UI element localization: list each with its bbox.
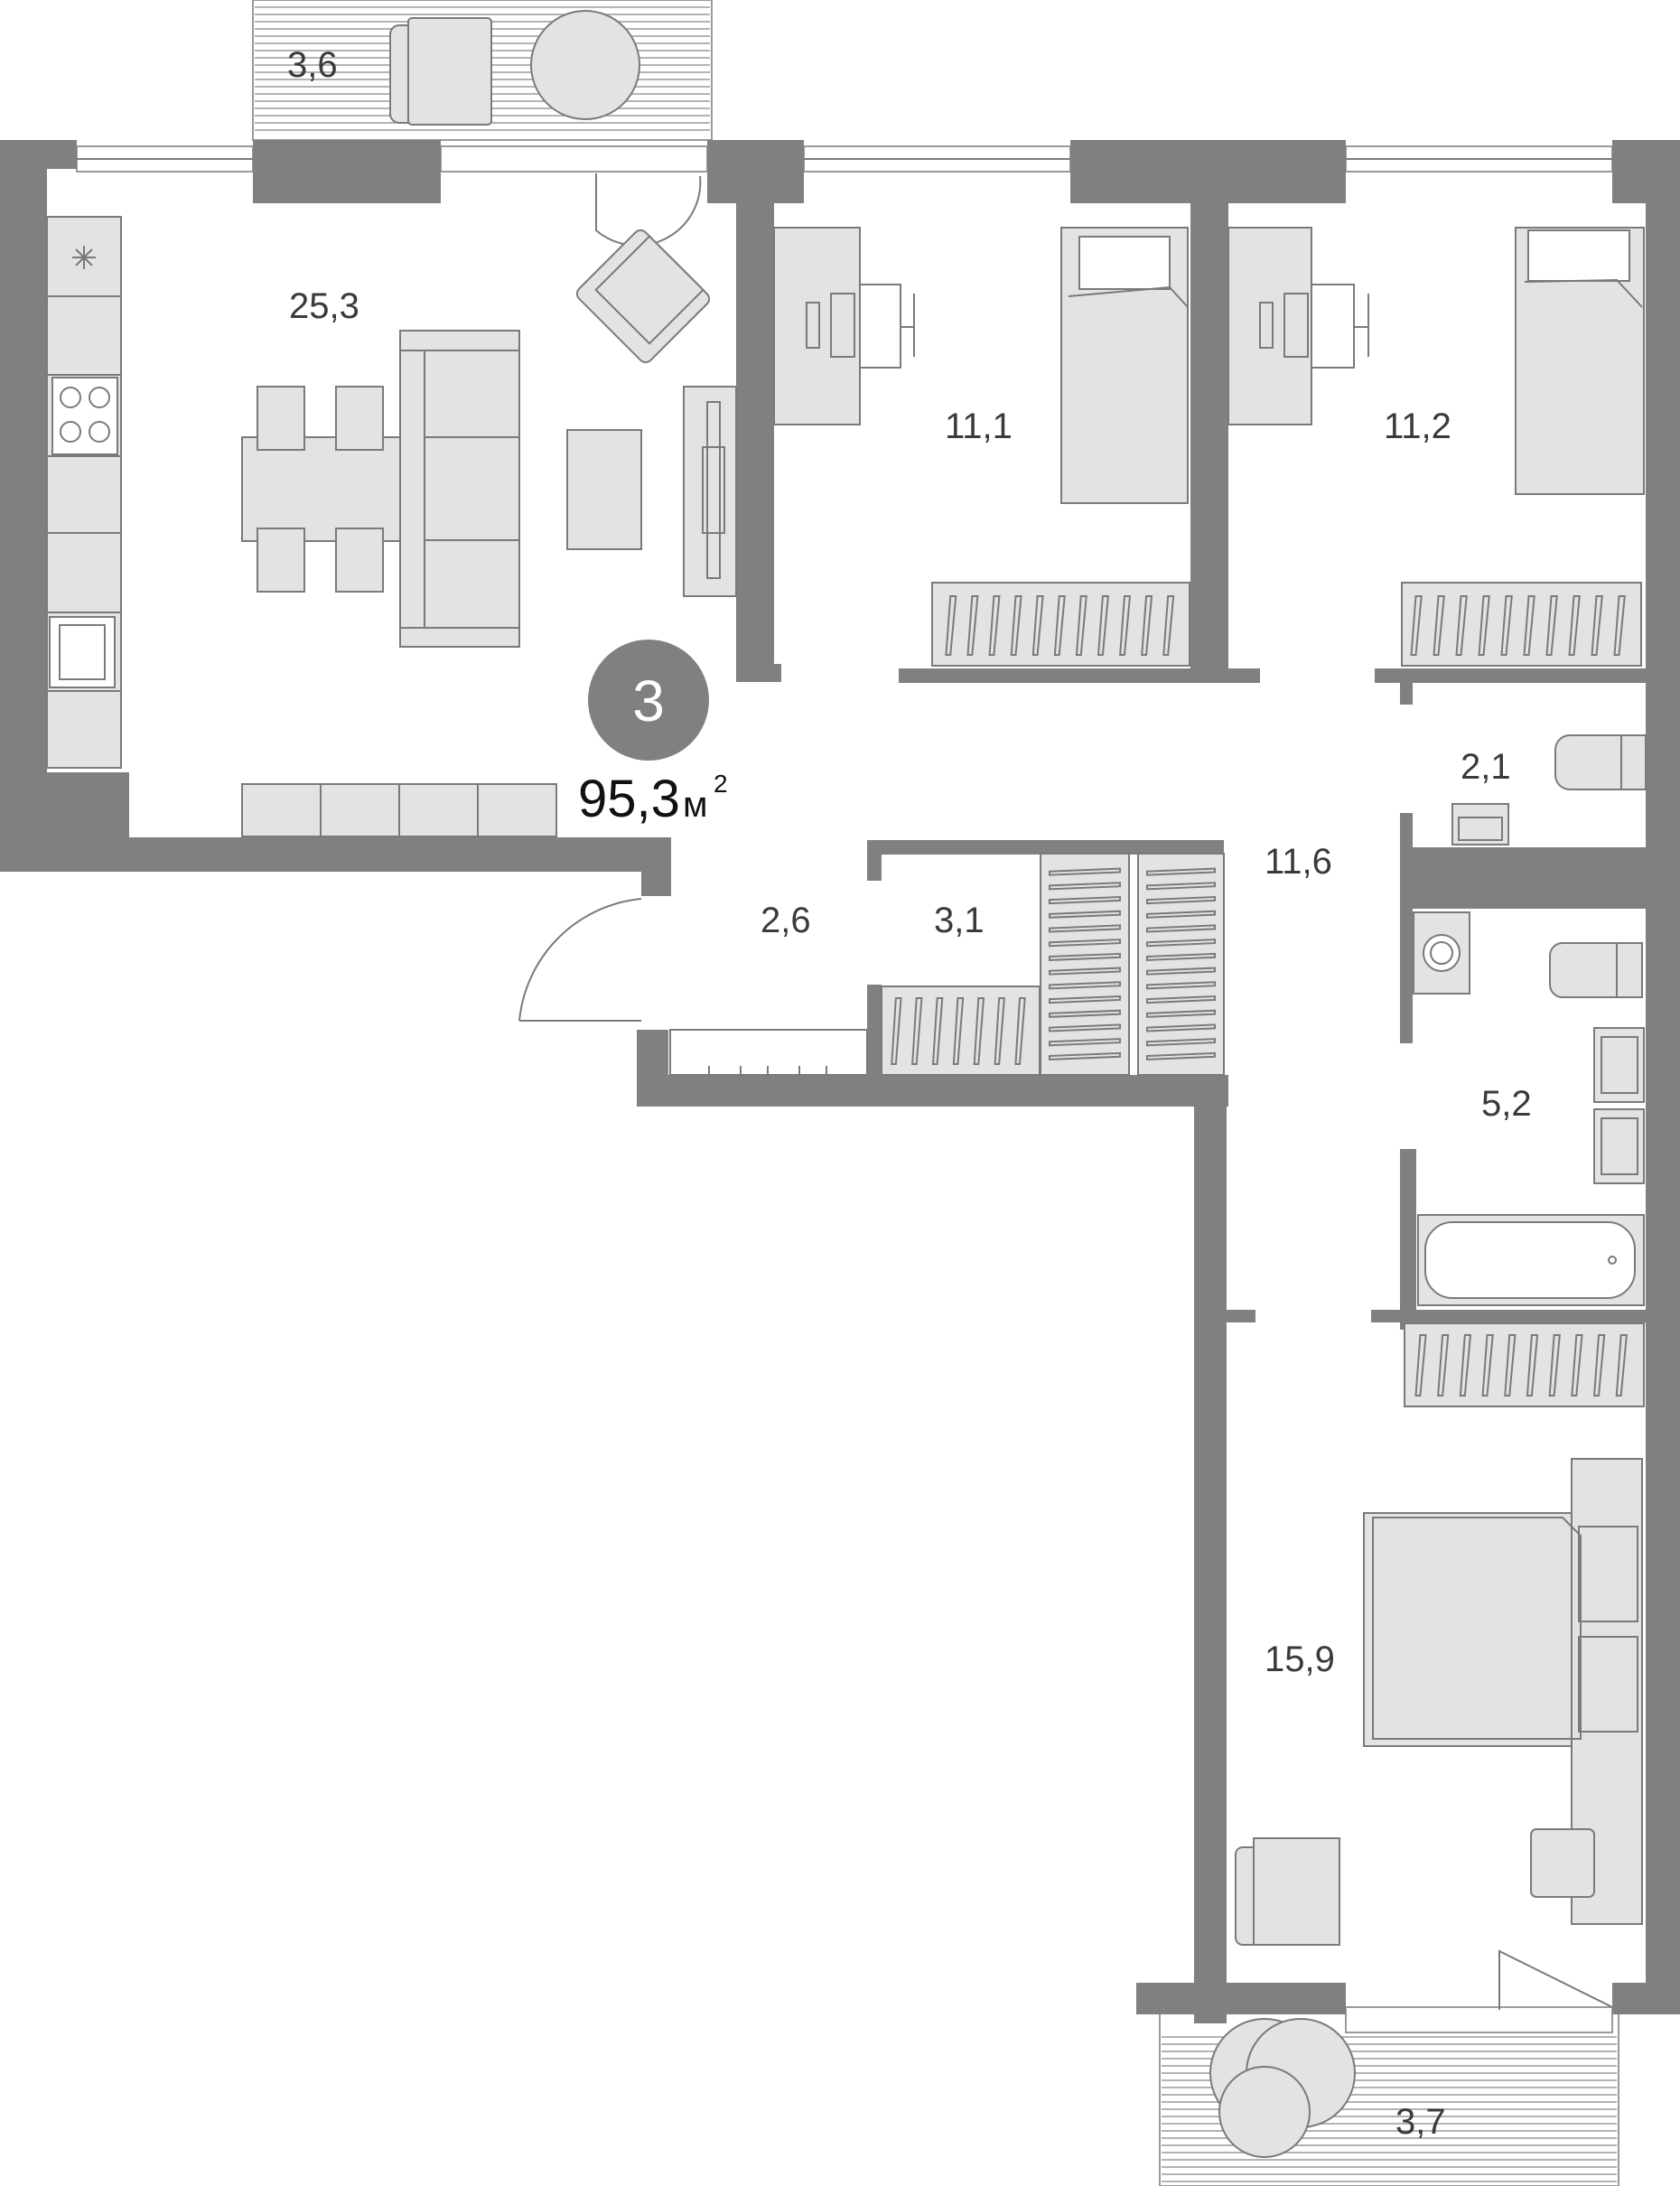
balcony-bottom	[1159, 2006, 1619, 2186]
sink-icon	[49, 616, 116, 688]
room-area-balcony-bottom: 3,7	[1395, 2102, 1446, 2142]
room-area-entrance: 2,6	[761, 901, 811, 940]
window	[440, 145, 708, 173]
total-area-power: 2	[714, 770, 728, 798]
wardrobe-vertical	[1040, 853, 1225, 1076]
nightstand	[1530, 1828, 1595, 1898]
room-area-toilet: 2,1	[1461, 747, 1511, 787]
bed-single	[1060, 227, 1189, 504]
balcony-top	[252, 0, 713, 141]
armchair	[1235, 1837, 1340, 1946]
dining-set	[241, 386, 419, 593]
room-area-master-bedroom: 15,9	[1265, 1640, 1335, 1679]
total-area-value: 95,3	[578, 770, 680, 828]
dining-chair	[257, 386, 305, 451]
room-count-badge	[588, 640, 709, 761]
dining-chair	[257, 528, 305, 593]
balcony-chair-seat	[407, 17, 492, 126]
room-area-kitchen-living: 25,3	[289, 286, 359, 326]
sofa	[399, 330, 520, 648]
room-area-hallway: 11,6	[1265, 842, 1332, 882]
bed-double	[1363, 1458, 1643, 1925]
total-area-unit: м	[683, 785, 708, 825]
total-area: 95,3 м 2	[578, 770, 728, 828]
desk-set	[1227, 227, 1369, 425]
coffee-table	[566, 429, 642, 550]
bed-single	[1515, 227, 1645, 495]
desk-set	[773, 227, 915, 425]
wardrobe-hatched	[1401, 582, 1642, 667]
walls	[0, 140, 1680, 2023]
balcony-table-round	[1218, 2066, 1311, 2158]
room-area-bathroom: 5,2	[1481, 1084, 1532, 1124]
room-area-bedroom-2: 11,2	[1384, 406, 1451, 446]
toilet-fixture	[1451, 734, 1647, 845]
dining-table	[241, 436, 419, 542]
bathroom-fixtures	[1413, 911, 1645, 1306]
armchair	[575, 229, 711, 364]
kitchen-unit	[46, 216, 557, 837]
room-area-bedroom-1: 11,1	[945, 406, 1013, 446]
dining-chair	[335, 386, 384, 451]
room-area-balcony-top: 3,6	[287, 45, 338, 85]
balcony-table	[530, 10, 640, 120]
wardrobe-hatched	[881, 986, 1041, 1076]
dining-chair	[335, 528, 384, 593]
room-area-wardrobe: 3,1	[934, 901, 985, 940]
wardrobe-hatched	[1404, 1322, 1645, 1407]
room-count: 3	[632, 668, 665, 733]
doors	[518, 173, 1613, 2010]
wardrobe-hatched	[931, 582, 1190, 667]
window	[1345, 2006, 1613, 2033]
hood-icon	[72, 246, 96, 269]
stove-icon	[51, 377, 118, 455]
tv-stand	[683, 386, 737, 597]
